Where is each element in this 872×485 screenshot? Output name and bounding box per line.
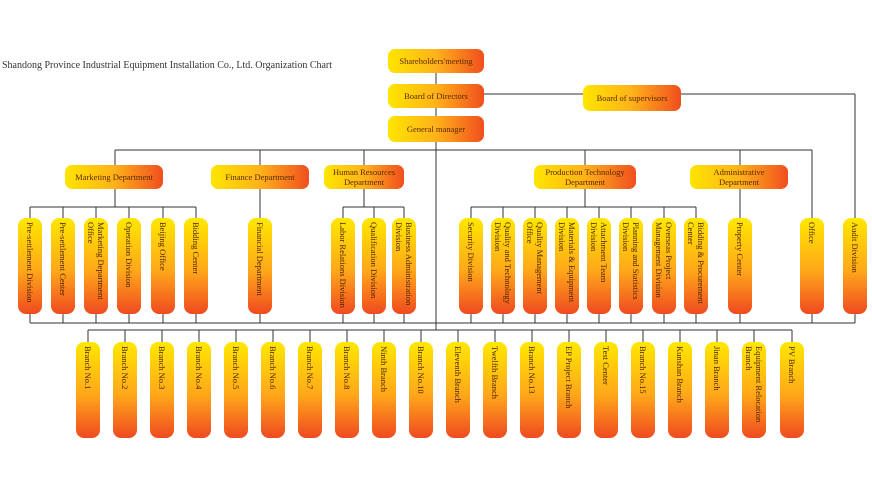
unit-label: Attachment Team Division [589, 222, 609, 283]
unit-pre-settlement-division: Pre-settlement Division [18, 218, 42, 314]
general-manager-box: General manager [388, 116, 484, 142]
branch-box: EP Project Branch [557, 342, 581, 438]
branch-label: Twelfth Branch [490, 346, 500, 399]
branch-label: Branch No.7 [305, 346, 315, 390]
unit-label: Business Administration Division [394, 222, 414, 306]
unit-label: Financial Department [255, 222, 265, 296]
board-of-supervisors-box: Board of supervisors [583, 85, 681, 111]
branch-box: Eleventh Branch [446, 342, 470, 438]
unit-labor-relations-division: Labor Relations Division [331, 218, 355, 314]
unit-label: Bidding Center [191, 222, 201, 275]
branch-label: Branch No.4 [194, 346, 204, 390]
hr-department-box: Human Resources Department [324, 165, 404, 189]
unit-pre-settlement-center: Pre-settlement Center [51, 218, 75, 314]
unit-audit-division: Audit Division [843, 218, 867, 314]
unit-planning-and-statistics-division: Planning and Statistics Division [619, 218, 643, 314]
unit-label: Pre-settlement Division [25, 222, 35, 303]
branch-label: EP Project Branch [564, 346, 574, 409]
branch-box: Branch No.13 [520, 342, 544, 438]
branch-box: Branch No.6 [261, 342, 285, 438]
branch-label: Branch No.10 [416, 346, 426, 394]
unit-property-center: Property Center [728, 218, 752, 314]
branch-box: Branch No.3 [150, 342, 174, 438]
unit-qualification-division: Qualification Division [362, 218, 386, 314]
unit-label: Labor Relations Division [338, 222, 348, 308]
unit-label: Overseas Project Management Division [654, 222, 674, 298]
branch-box: Ninth Branch [372, 342, 396, 438]
unit-business-administration-division: Business Administration Division [392, 218, 416, 314]
branch-box: Branch No.1 [76, 342, 100, 438]
branch-label: Branch No.1 [83, 346, 93, 390]
production-technology-department-box: Production Technology Department [534, 165, 636, 189]
branch-box: Kunshan Branch [668, 342, 692, 438]
unit-financial-department: Financial Department [248, 218, 272, 314]
unit-label: Audit Division [850, 222, 860, 273]
chart-title: Shandong Province Industrial Equipment I… [2, 60, 333, 71]
finance-department-box: Finance Department [211, 165, 309, 189]
branch-label: Test Center [601, 346, 611, 385]
unit-label: Planning and Statistics Division [621, 222, 641, 300]
unit-office: Office [800, 218, 824, 314]
board-of-directors-box: Board of Directors [388, 84, 484, 108]
unit-label: Quality and Technology Division [493, 222, 513, 304]
branch-box: Branch No.7 [298, 342, 322, 438]
unit-label: Property Center [735, 222, 745, 277]
branch-label: Branch No.8 [342, 346, 352, 390]
unit-label: Security Division [466, 222, 476, 282]
unit-label: Marketing Department Office [86, 222, 106, 300]
unit-label: Beijing Office [158, 222, 168, 271]
branch-box: Branch No.4 [187, 342, 211, 438]
branch-box: Equipment Relocation Branch [742, 342, 766, 438]
branch-box: PV Branch [780, 342, 804, 438]
administrative-department-box: Administrative Department [690, 165, 788, 189]
unit-attachment-team-division: Attachment Team Division [587, 218, 611, 314]
unit-label: Quality Management Office [525, 222, 545, 294]
branch-box: Branch No.8 [335, 342, 359, 438]
branch-box: Branch No.2 [113, 342, 137, 438]
unit-label: Office [807, 222, 817, 244]
branch-box: Test Center [594, 342, 618, 438]
unit-label: Bidding & Procurement Center [686, 222, 706, 304]
unit-marketing-department-office: Marketing Department Office [84, 218, 108, 314]
unit-label: Operation Division [124, 222, 134, 288]
unit-beijing-office: Beijing Office [151, 218, 175, 314]
unit-bidding-procurement-center: Bidding & Procurement Center [684, 218, 708, 314]
branch-label: Ninth Branch [379, 346, 389, 393]
branch-label: Branch No.6 [268, 346, 278, 390]
branch-label: Branch No.13 [527, 346, 537, 394]
branch-box: Branch No.10 [409, 342, 433, 438]
branch-label: Jinan Branch [712, 346, 722, 391]
unit-bidding-center: Bidding Center [184, 218, 208, 314]
branch-label: PV Branch [787, 346, 797, 384]
branch-box: Jinan Branch [705, 342, 729, 438]
branch-box: Branch No.15 [631, 342, 655, 438]
unit-quality-and-technology-division: Quality and Technology Division [491, 218, 515, 314]
branch-label: Branch No.5 [231, 346, 241, 390]
unit-overseas-project-management-division: Overseas Project Management Division [652, 218, 676, 314]
branch-label: Kunshan Branch [675, 346, 685, 403]
unit-quality-management-office: Quality Management Office [523, 218, 547, 314]
branch-label: Branch No.3 [157, 346, 167, 390]
unit-security-division: Security Division [459, 218, 483, 314]
branch-label: Branch No.15 [638, 346, 648, 394]
unit-label: Qualification Division [369, 222, 379, 299]
unit-materials-equipment-division: Materials & Equipment Division [555, 218, 579, 314]
unit-label: Materials & Equipment Division [557, 222, 577, 303]
branch-label: Equipment Relocation Branch [744, 346, 764, 423]
branch-label: Branch No.2 [120, 346, 130, 390]
marketing-department-box: Marketing Department [65, 165, 163, 189]
unit-label: Pre-settlement Center [58, 222, 68, 296]
shareholders-meeting-box: Shareholders'meeting [388, 49, 484, 73]
branch-box: Branch No.5 [224, 342, 248, 438]
branch-label: Eleventh Branch [453, 346, 463, 403]
unit-operation-division: Operation Division [117, 218, 141, 314]
branch-box: Twelfth Branch [483, 342, 507, 438]
